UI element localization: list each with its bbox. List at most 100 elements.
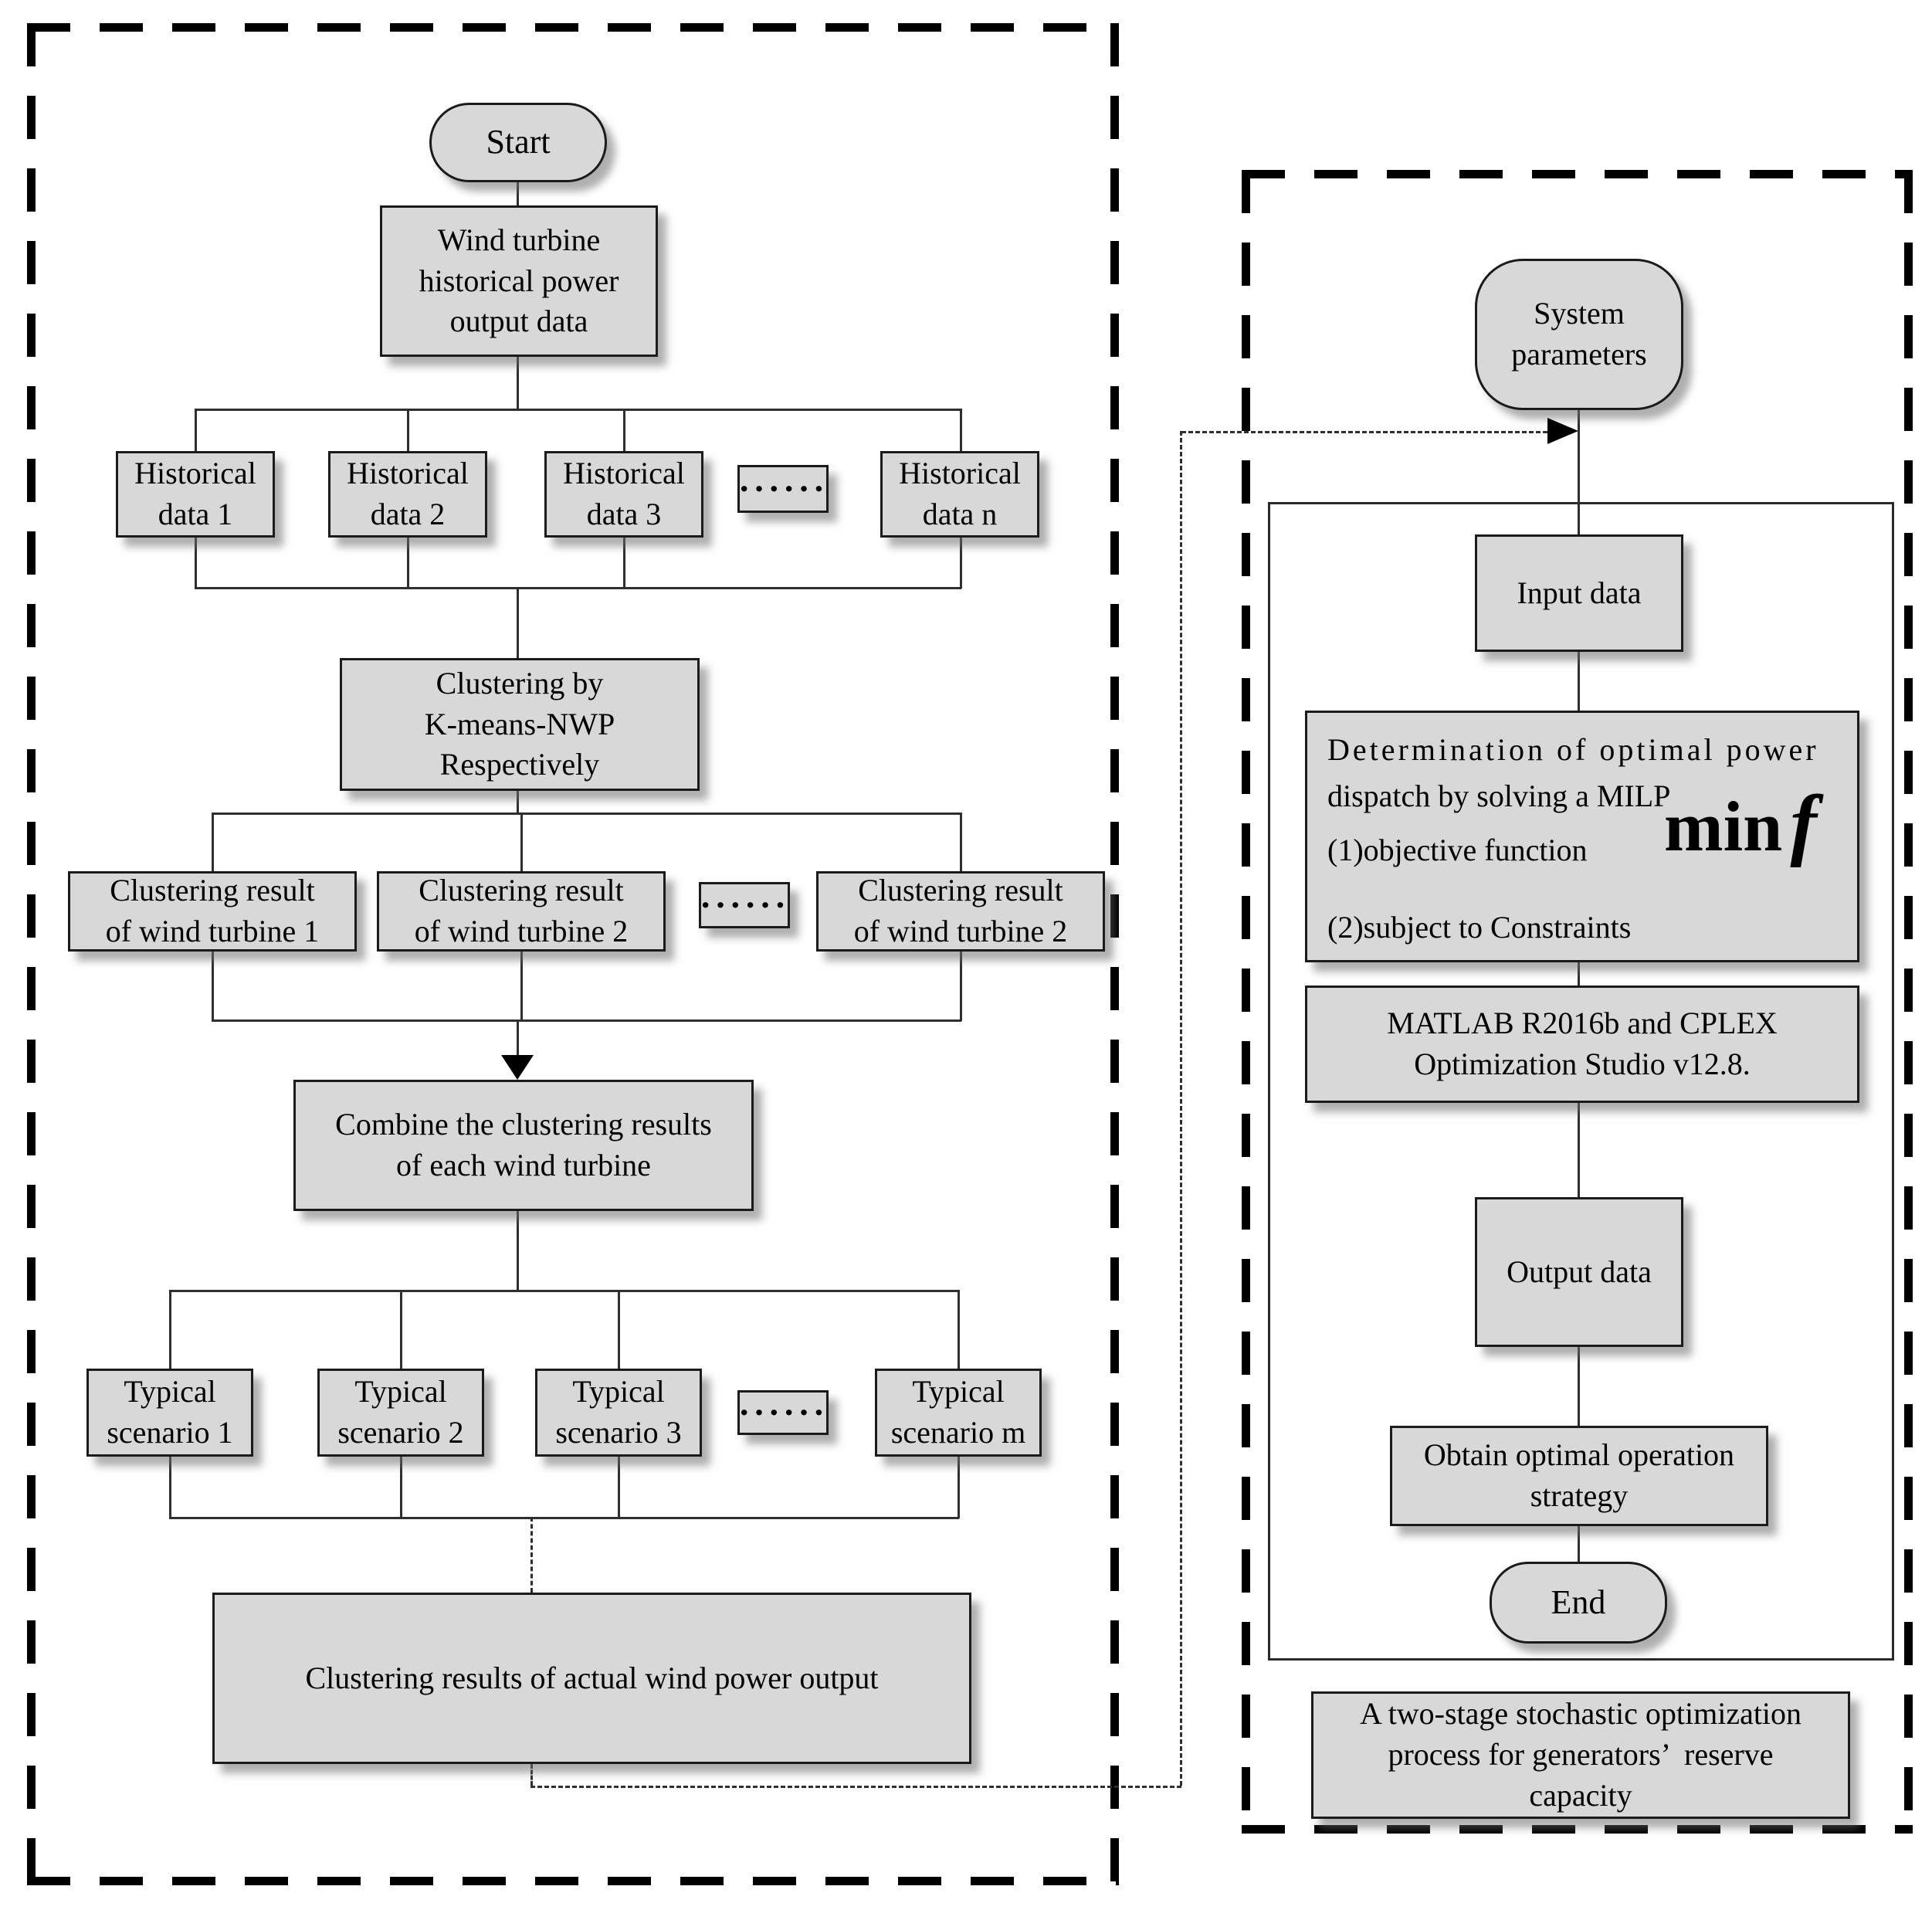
end-label: End xyxy=(1551,1583,1606,1621)
node-text-line: MATLAB R2016b and CPLEX xyxy=(1387,1006,1778,1041)
milp-line-1: Determination of optimal power xyxy=(1327,732,1819,767)
node-text-line: data n xyxy=(922,497,998,531)
merge-stub xyxy=(212,952,214,1021)
min-operator: min xyxy=(1663,787,1783,866)
ellipsis-label: ······ xyxy=(699,885,790,924)
objective-f-symbol: f xyxy=(1790,779,1817,868)
branch-rail-top-3 xyxy=(169,1290,959,1292)
right-panel-border-right xyxy=(1904,170,1913,1834)
end-node: End xyxy=(1490,1562,1667,1644)
connector-output-obtain xyxy=(1578,1347,1580,1426)
node-text-line: Combine the clustering results xyxy=(335,1107,712,1142)
node-text-line: System xyxy=(1534,296,1625,331)
output-data-node: Output data xyxy=(1475,1197,1683,1347)
node-text-line: strategy xyxy=(1530,1478,1629,1513)
merge-stub xyxy=(623,538,625,589)
node-text-line: scenario 3 xyxy=(555,1415,682,1450)
merge-stub xyxy=(618,1457,620,1518)
left-panel-border-top xyxy=(27,23,1119,32)
node-text-line: scenario 2 xyxy=(337,1415,464,1450)
milp-line-2: dispatch by solving a MILP xyxy=(1327,779,1671,813)
connector-combine-rail xyxy=(517,1211,519,1291)
branch-stub xyxy=(960,813,962,873)
branch-stub xyxy=(169,1290,171,1369)
branch-stub xyxy=(400,1290,402,1369)
node-text-line: Historical xyxy=(347,456,469,491)
node-text-line: data 3 xyxy=(586,497,662,531)
merge-stub xyxy=(195,538,197,589)
connector-cluster-rail xyxy=(517,791,519,814)
right-inner-rectangle xyxy=(1268,502,1894,1661)
milp-dispatch-node: Determination of optimal power dispatch … xyxy=(1305,711,1859,962)
right-panel-border-top xyxy=(1242,170,1913,178)
connector-obtain-end xyxy=(1578,1526,1580,1562)
node-text-line: of each wind turbine xyxy=(396,1148,651,1182)
min-f-formula: minf xyxy=(1664,784,1817,864)
node-text-line: process for generators’ reserve xyxy=(1388,1737,1774,1773)
output-data-label: Output data xyxy=(1507,1254,1652,1289)
milp-line-3: (1)objective function xyxy=(1327,833,1588,867)
connector-start-wind xyxy=(517,182,519,205)
branch-stub xyxy=(212,813,214,873)
merge-stub xyxy=(400,1457,402,1518)
connector-rail-cluster xyxy=(517,587,519,658)
node-text-line: Optimization Studio v12.8. xyxy=(1414,1047,1751,1081)
start-node: Start xyxy=(429,103,607,182)
node-text-line: Wind turbine xyxy=(437,222,601,257)
ellipsis-label: ······ xyxy=(737,1393,829,1432)
branch-rail-top-2 xyxy=(212,813,961,815)
input-data-label: Input data xyxy=(1517,575,1642,610)
matlab-cplex-node: MATLAB R2016b and CPLEX Optimization Stud… xyxy=(1305,986,1859,1103)
connector-matlab-output xyxy=(1578,1103,1580,1197)
node-text-line: scenario m xyxy=(890,1415,1026,1450)
node-text-line: parameters xyxy=(1511,337,1647,371)
kmeans-clustering-node: Clustering by K-means-NWP Respectively xyxy=(340,658,700,791)
merge-stub xyxy=(169,1457,171,1518)
node-text-line: of wind turbine 2 xyxy=(853,914,1068,948)
merge-rail-1 xyxy=(195,587,961,589)
connector-system-input xyxy=(1578,410,1580,534)
typical-scenario-m-node: Typical scenario m xyxy=(875,1369,1042,1457)
dashed-connector-segment xyxy=(530,1764,533,1786)
ellipsis-node: ······ xyxy=(737,1390,829,1435)
node-text-line: data 1 xyxy=(158,497,233,531)
left-panel-border-right xyxy=(1110,23,1119,1885)
branch-stub xyxy=(520,813,523,873)
branch-stub xyxy=(618,1290,620,1369)
node-text-line: Clustering by xyxy=(436,665,604,701)
input-data-node: Input data xyxy=(1475,534,1683,652)
ellipsis-node: ······ xyxy=(699,882,790,928)
historical-data-2-node: Historical data 2 xyxy=(328,451,487,538)
merge-stub xyxy=(520,952,523,1021)
actual-wind-output-node: Clustering results of actual wind power … xyxy=(212,1593,971,1764)
connector-wind-rail xyxy=(517,357,519,410)
node-text-line: K-means-NWP xyxy=(424,706,615,741)
connector-milp-matlab xyxy=(1578,962,1580,986)
clustering-result-n-node: Clustering result of wind turbine 2 xyxy=(816,871,1105,952)
node-text-line: of wind turbine 2 xyxy=(414,914,629,948)
node-text-line: Clustering result xyxy=(110,873,315,908)
dashed-connector-segment xyxy=(530,1786,1181,1788)
connector-rail-combine xyxy=(517,1019,519,1057)
actual-wind-output-label: Clustering results of actual wind power … xyxy=(305,1660,879,1695)
ellipsis-label: ······ xyxy=(737,469,829,508)
node-text-line: Clustering result xyxy=(858,873,1063,908)
left-panel-border-bottom xyxy=(27,1877,1119,1885)
node-text-line: Obtain optimal operation xyxy=(1423,1437,1735,1473)
node-text-line: Typical xyxy=(912,1374,1005,1410)
merge-stub xyxy=(407,538,409,589)
branch-rail-top-1 xyxy=(195,409,961,411)
node-text-line: data 2 xyxy=(370,497,446,531)
node-text-line: historical power xyxy=(419,263,619,298)
branch-stub xyxy=(960,409,962,453)
left-panel-border-left xyxy=(27,23,36,1885)
node-text-line: Respectively xyxy=(439,747,600,782)
node-text-line: scenario 1 xyxy=(107,1415,233,1450)
merge-rail-2 xyxy=(212,1019,961,1022)
